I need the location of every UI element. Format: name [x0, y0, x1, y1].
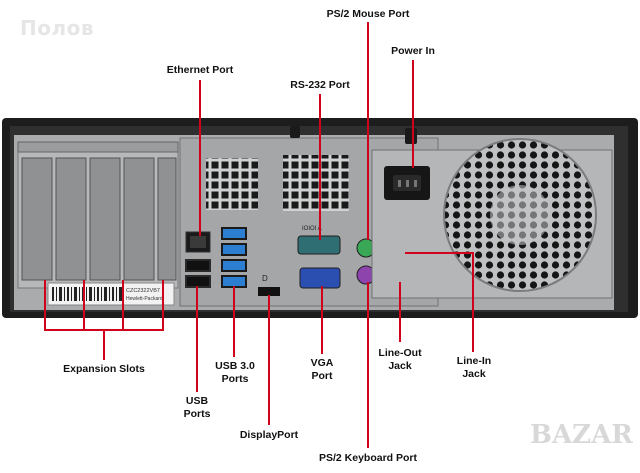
label-vga-line2: Port: [311, 370, 333, 382]
expansion-slots-area: [17, 141, 179, 289]
label-usb-line2: Ports: [183, 408, 211, 420]
watermark-bottom: BAZAR: [530, 420, 633, 450]
watermark-top: Полов: [20, 16, 95, 40]
top-slot: [290, 126, 300, 138]
usb30-ports: [221, 227, 247, 288]
label-vga-line1: VGA: [310, 357, 334, 369]
label-line-in: Line-In Jack: [446, 355, 502, 381]
displayport-connector: [258, 287, 280, 296]
label-rs232: RS-232 Port: [290, 79, 350, 91]
label-line-in-line1: Line-In: [456, 355, 492, 367]
label-vga: VGA Port: [302, 357, 342, 383]
label-line-out-line2: Jack: [388, 360, 412, 372]
label-ps2-mouse: PS/2 Mouse Port: [326, 8, 410, 20]
serial-port-mark: IOIOI A: [302, 226, 322, 232]
label-expansion-slots: Expansion Slots: [63, 363, 145, 375]
label-line-out: Line-Out Jack: [370, 347, 430, 373]
leader-line-in: [405, 252, 474, 352]
label-usb30: USB 3.0 Ports: [207, 360, 263, 386]
left-vent: [206, 158, 258, 210]
label-usb: USB Ports: [177, 395, 217, 421]
label-line-out-line1: Line-Out: [378, 347, 422, 359]
leader-expansion-slots: [44, 280, 164, 331]
label-ps2-keyboard: PS/2 Keyboard Port: [318, 452, 418, 464]
label-displayport: DisplayPort: [239, 429, 299, 441]
label-usb-line1: USB: [185, 395, 209, 407]
label-usb30-line1: USB 3.0: [215, 360, 255, 372]
center-vent: [283, 155, 349, 211]
label-ethernet: Ethernet Port: [166, 64, 234, 76]
sticker-maker-text: Hewlett-Packard: [126, 296, 163, 302]
sticker-serial-text: CZC2322VB7: [126, 288, 160, 294]
label-usb30-line2: Ports: [221, 373, 249, 385]
label-power-in: Power In: [391, 45, 435, 57]
displayport-mark: D: [262, 274, 268, 283]
label-line-in-line2: Jack: [462, 368, 486, 380]
vga-connector: [299, 267, 341, 289]
